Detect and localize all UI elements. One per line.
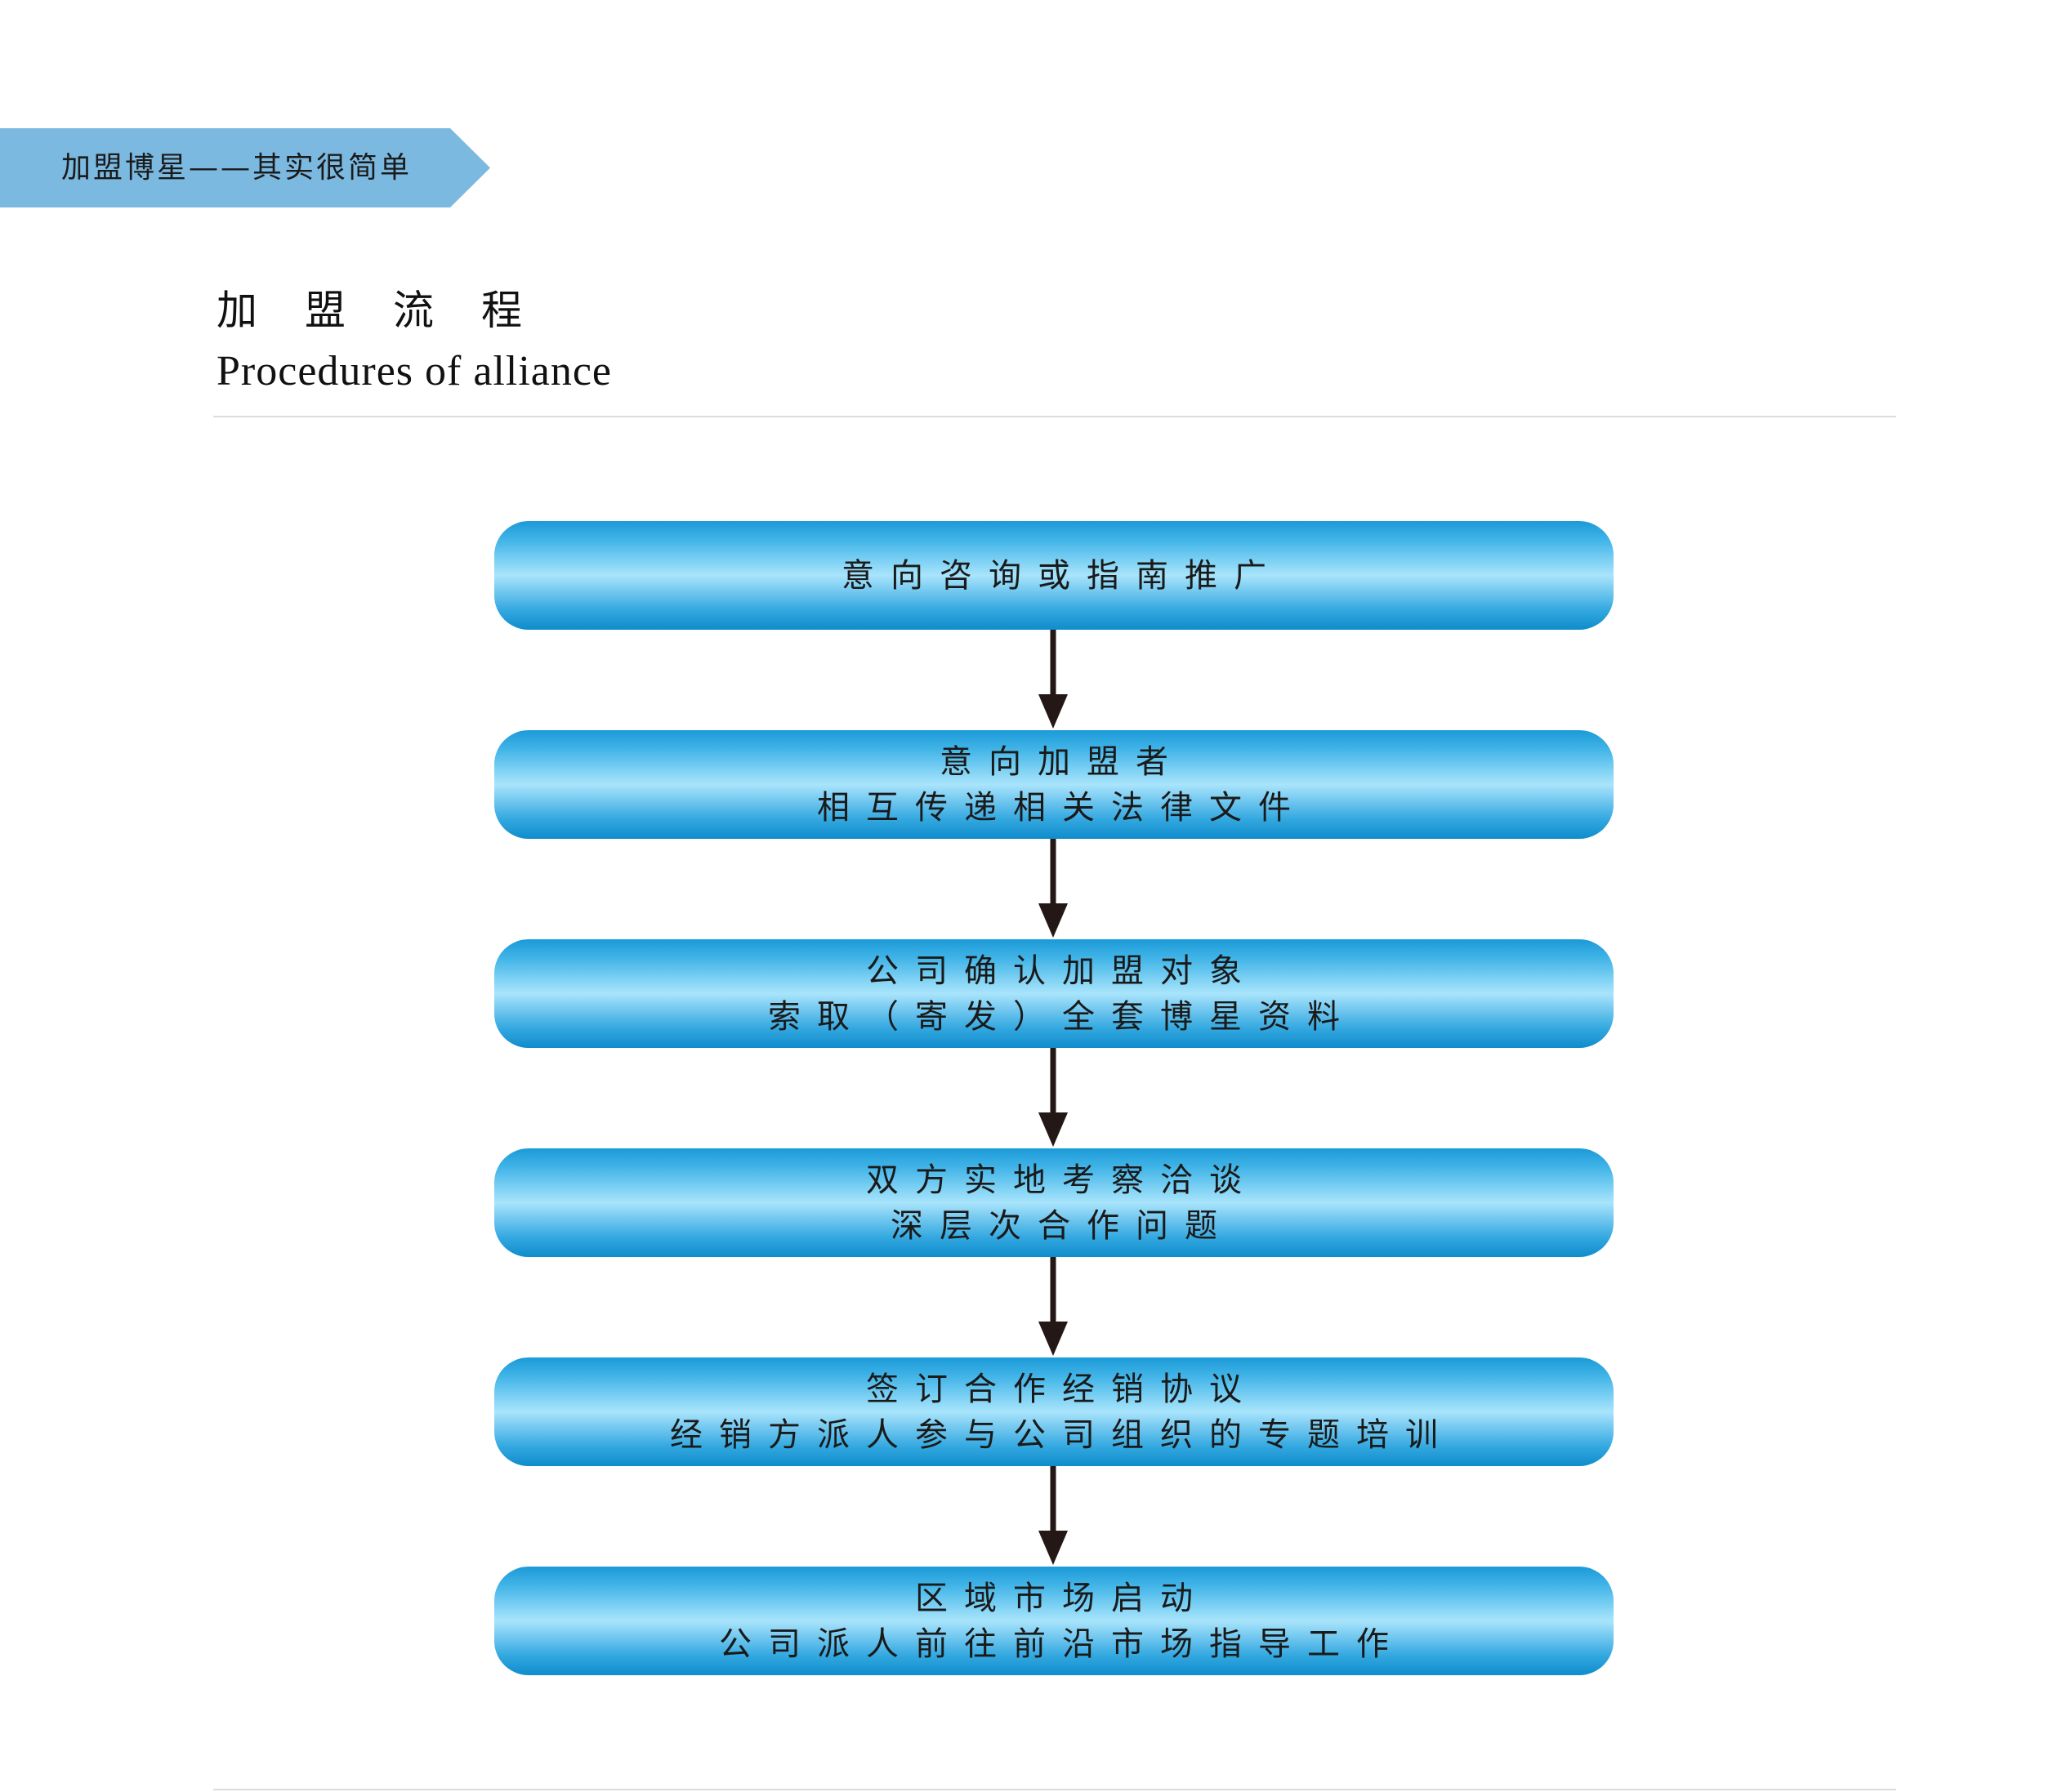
flow-step-6-line-1: 区域市场启动 bbox=[915, 1579, 1209, 1617]
flow-step-1: 意向咨询或指南推广 bbox=[494, 521, 1614, 630]
divider-bottom bbox=[213, 1789, 1896, 1790]
flow-step-5-line-1: 签订合作经销协议 bbox=[866, 1370, 1258, 1408]
flow-step-2-line-2: 相互传递相关法律文件 bbox=[817, 788, 1307, 827]
flow-step-3-line-1: 公司确认加盟对象 bbox=[866, 952, 1258, 990]
flow-step-3-line-2: 索取（寄发）全套博星资料 bbox=[768, 997, 1356, 1036]
flow-step-1-line-1: 意向咨询或指南推广 bbox=[842, 556, 1283, 595]
flow-step-4: 双方实地考察洽谈 深层次合作问题 bbox=[494, 1148, 1614, 1257]
flow-step-6: 区域市场启动 公司派人前往前沿市场指导工作 bbox=[494, 1567, 1614, 1675]
flow-step-4-line-1: 双方实地考察洽谈 bbox=[866, 1161, 1258, 1199]
flow-step-6-line-2: 公司派人前往前沿市场指导工作 bbox=[719, 1625, 1405, 1663]
flow-step-2: 意向加盟者 相互传递相关法律文件 bbox=[494, 730, 1614, 839]
arrow-4-5 bbox=[1038, 1257, 1068, 1356]
divider-top bbox=[213, 416, 1896, 417]
arrow-1-2 bbox=[1038, 630, 1068, 729]
page-title: 加盟流程 bbox=[217, 287, 569, 334]
arrow-5-6 bbox=[1038, 1466, 1068, 1565]
flow-step-5: 签订合作经销协议 经销方派人参与公司组织的专题培训 bbox=[494, 1357, 1614, 1466]
banner-text: 加盟博星——其实很简单 bbox=[61, 151, 413, 185]
flow-step-3: 公司确认加盟对象 索取（寄发）全套博星资料 bbox=[494, 939, 1614, 1048]
flow-step-4-line-2: 深层次合作问题 bbox=[891, 1206, 1234, 1245]
page-subtitle: Procedures of alliance bbox=[217, 348, 613, 395]
arrow-3-4 bbox=[1038, 1048, 1068, 1147]
arrow-2-3 bbox=[1038, 839, 1068, 938]
section-banner: 加盟博星——其实很简单 bbox=[0, 128, 490, 207]
flow-step-5-line-2: 经销方派人参与公司组织的专题培训 bbox=[670, 1415, 1454, 1454]
flow-step-2-line-1: 意向加盟者 bbox=[940, 742, 1185, 781]
